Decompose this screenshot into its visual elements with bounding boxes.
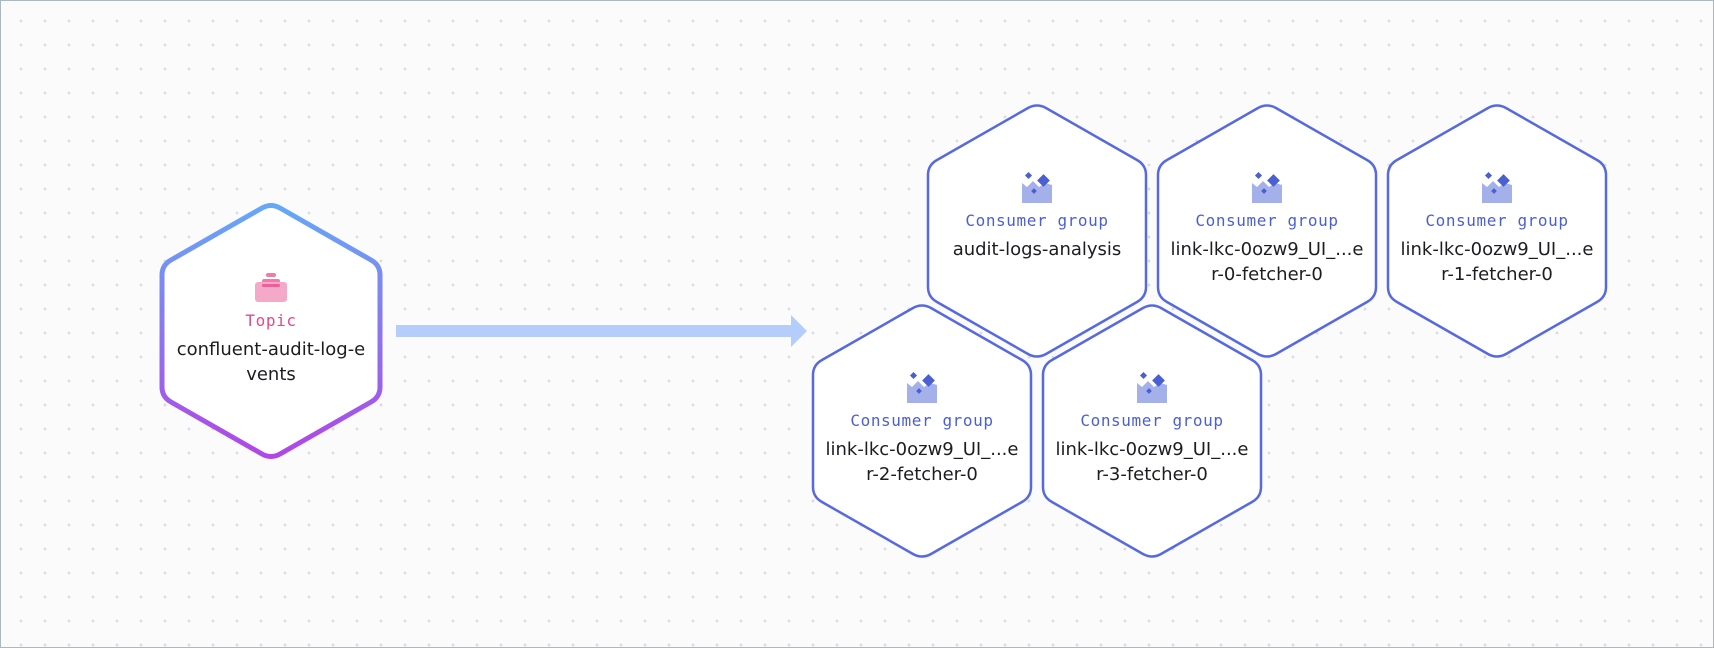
node-kind-label: Consumer group: [1080, 411, 1224, 430]
consumer-group-node[interactable]: Consumer group link-lkc-0ozw9_UI_...er-2…: [810, 304, 1034, 558]
consumer-group-node[interactable]: Consumer group link-lkc-0ozw9_UI_...er-0…: [1155, 104, 1379, 358]
consumer-group-name: link-lkc-0ozw9_UI_...er-1-fetcher-0: [1400, 239, 1594, 285]
consumer-group-node[interactable]: Consumer group audit-logs-analysis: [925, 104, 1149, 358]
node-kind-label: Consumer group: [965, 211, 1109, 230]
consumer-group-hexagon: [926, 104, 1148, 358]
node-kind-label: Consumer group: [1195, 211, 1339, 230]
consumer-group-icon: [1252, 171, 1282, 203]
consumer-group-hexagon: [1156, 104, 1378, 358]
consumer-group-hexagon: [811, 304, 1033, 558]
consumer-group-node[interactable]: Consumer group link-lkc-0ozw9_UI_...er-3…: [1040, 304, 1264, 558]
consumer-group-hexagon: [1386, 104, 1608, 358]
flow-arrow: [396, 315, 807, 347]
consumer-group-name: link-lkc-0ozw9_UI_...er-0-fetcher-0: [1170, 239, 1364, 285]
node-kind-label: Consumer group: [850, 411, 994, 430]
consumer-group-icon: [1137, 371, 1167, 403]
consumer-group-node[interactable]: Consumer group link-lkc-0ozw9_UI_...er-1…: [1385, 104, 1609, 358]
node-kind-label: Topic: [245, 311, 297, 330]
consumer-group-icon: [1022, 171, 1052, 203]
topic-node[interactable]: Topic confluent-audit-log-events: [159, 203, 383, 459]
topic-icon: [255, 273, 287, 302]
topic-name: confluent-audit-log-events: [176, 339, 366, 385]
node-kind-label: Consumer group: [1425, 211, 1569, 230]
consumer-group-name: link-lkc-0ozw9_UI_...er-3-fetcher-0: [1055, 439, 1249, 485]
consumer-group-icon: [1482, 171, 1512, 203]
consumer-group-hexagon: [1041, 304, 1263, 558]
topic-hexagon: [159, 203, 383, 459]
consumer-group-icon: [907, 371, 937, 403]
consumer-group-name: audit-logs-analysis: [952, 239, 1122, 260]
consumer-group-name: link-lkc-0ozw9_UI_...er-2-fetcher-0: [825, 439, 1019, 485]
